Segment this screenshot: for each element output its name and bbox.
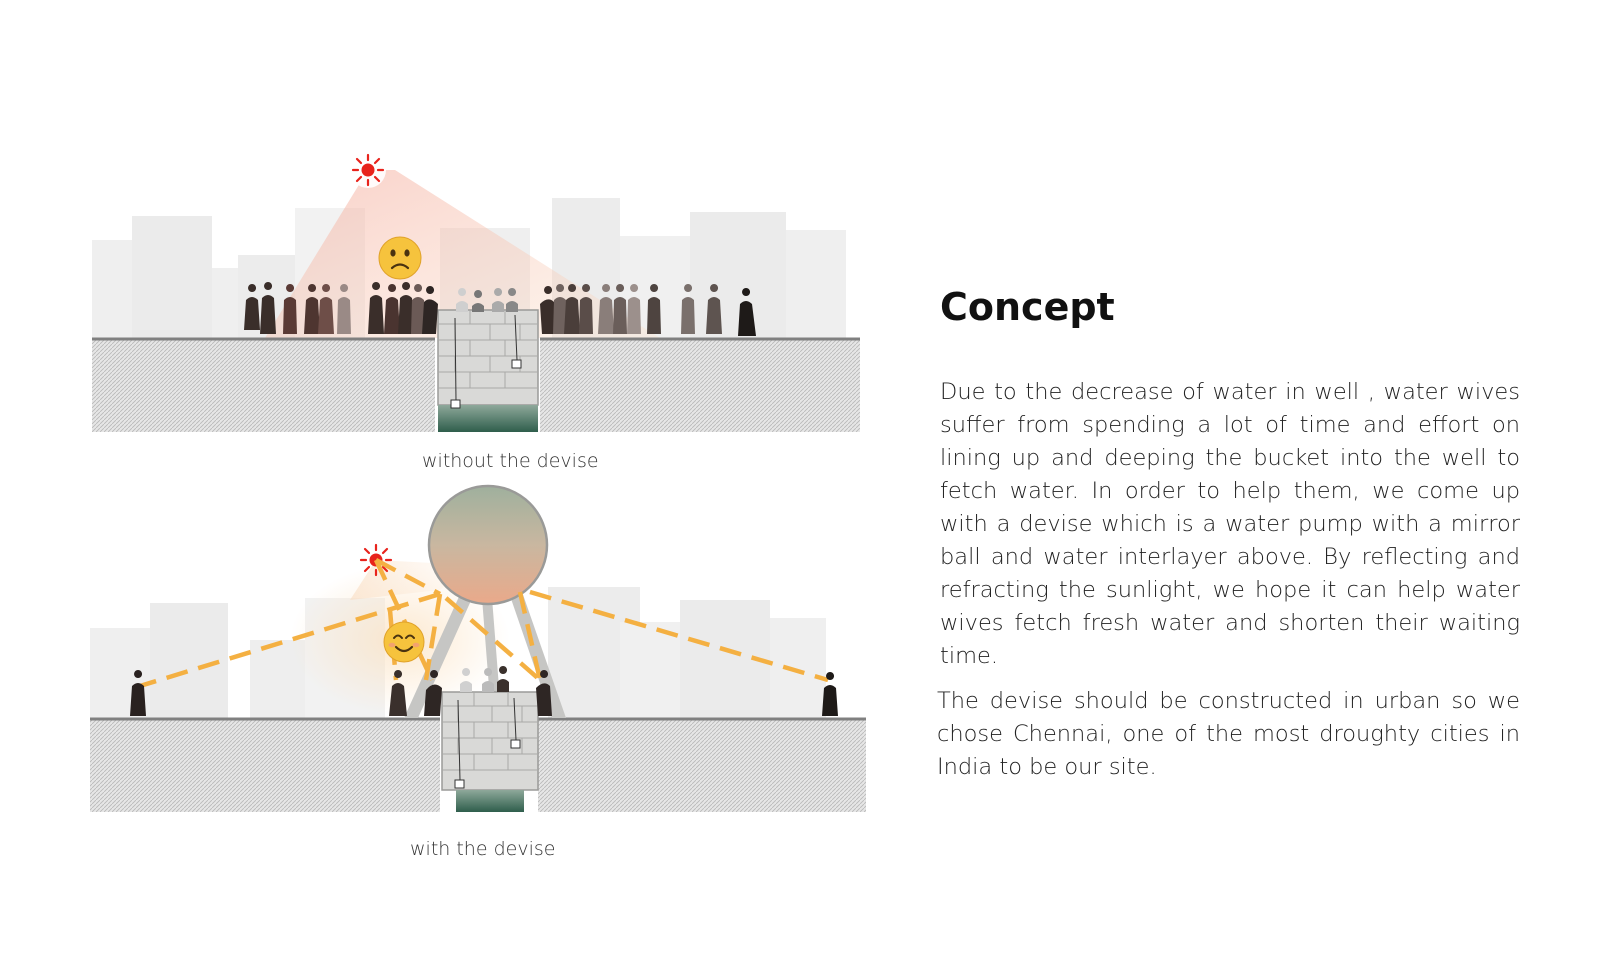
ground-left: [92, 338, 435, 432]
concept-diagram: [90, 152, 866, 812]
sunlight-beam: [265, 170, 660, 338]
scene-without-devise: [92, 152, 860, 432]
sun-icon: [350, 152, 386, 188]
smiling-face-icon: [383, 621, 425, 663]
well: [440, 691, 539, 812]
ground-left: [90, 718, 440, 812]
sad-face-icon: [378, 236, 422, 280]
caption-without-devise: without the devise: [422, 450, 599, 472]
concept-paragraph-2: The devise should be constructed in urba…: [937, 688, 1520, 780]
background-buildings: [90, 587, 826, 720]
ground-right: [538, 718, 866, 812]
queue-figures: [244, 282, 756, 336]
people-figures: [130, 666, 838, 716]
device-support-legs: [404, 586, 566, 718]
ground-right: [540, 338, 860, 432]
caption-with-devise: with the devise: [410, 838, 556, 860]
concept-paragraph-1: Due to the decrease of water in well , w…: [940, 379, 1520, 669]
concept-title: Concept: [940, 285, 1115, 329]
mirror-ball: [427, 484, 549, 606]
scene-with-devise: [90, 484, 866, 812]
well: [435, 309, 540, 432]
